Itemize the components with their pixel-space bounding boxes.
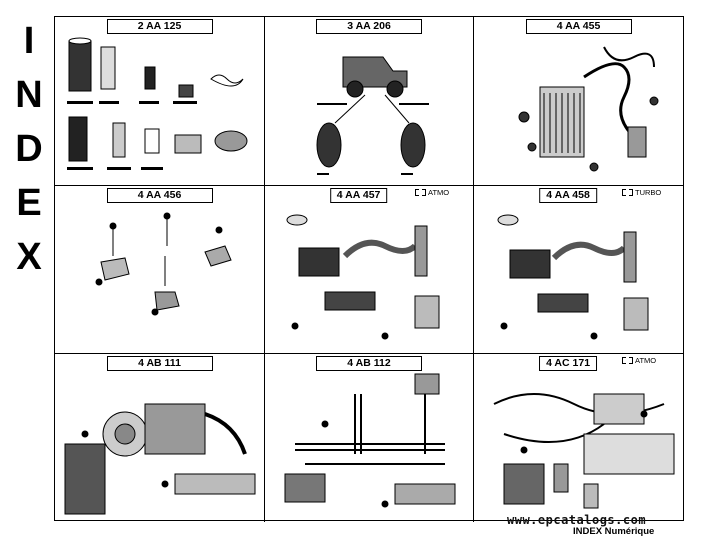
index-letter: I — [23, 20, 35, 62]
bracket-icon — [415, 189, 426, 196]
variant-text: TURBO — [635, 188, 662, 197]
bracket-icon — [622, 357, 633, 364]
section-code[interactable]: 4 AA 456 — [106, 188, 213, 203]
index-letter: D — [15, 128, 43, 170]
engine-mount-drawing — [95, 212, 232, 316]
footer-title: INDEX Numérique — [573, 526, 655, 537]
section-code[interactable]: 4 AA 455 — [525, 19, 632, 34]
air-intake-drawing — [286, 214, 440, 340]
index-letter: E — [16, 182, 42, 224]
variant-text: ATMO — [635, 356, 657, 365]
index-grid: 2 AA 125 — [54, 16, 684, 522]
index-cell-3aa206[interactable]: 3 AA 206 — [265, 17, 474, 186]
index-cell-4aa457[interactable]: 4 AA 457 ATMO — [265, 186, 474, 354]
turbo-intake-drawing — [497, 214, 649, 340]
index-letter: X — [16, 236, 42, 278]
variant-label: TURBO — [622, 188, 661, 197]
variant-label: ATMO — [415, 188, 449, 197]
filters-drawing — [67, 37, 248, 170]
section-code[interactable]: 2 AA 125 — [106, 19, 213, 34]
index-cell-4aa456[interactable]: 4 AA 456 — [55, 186, 265, 354]
index-cell-2aa125[interactable]: 2 AA 125 — [55, 17, 265, 186]
section-code[interactable]: 4 AB 112 — [316, 356, 422, 371]
index-cell-4aa455[interactable]: 4 AA 455 — [474, 17, 683, 186]
index-cell-4aa458[interactable]: 4 AA 458 TURBO — [474, 186, 683, 354]
tractor-drawing — [316, 56, 429, 175]
section-code[interactable]: 4 AB 111 — [106, 356, 213, 371]
section-code[interactable]: 4 AA 458 — [539, 188, 597, 203]
variant-text: ATMO — [428, 188, 450, 197]
section-code[interactable]: 4 AA 457 — [329, 188, 388, 203]
section-code[interactable]: 3 AA 206 — [316, 19, 422, 34]
index-cell-4ac171[interactable]: 4 AC 171 ATMO — [474, 354, 683, 522]
variant-label: ATMO — [622, 356, 656, 365]
hydraulic-lines-drawing — [284, 373, 456, 508]
index-side-title: I N D E X — [14, 14, 44, 284]
index-letter: N — [15, 74, 43, 116]
bracket-icon — [622, 189, 633, 196]
radiator-drawing — [518, 46, 659, 172]
index-cell-4ab111[interactable]: 4 AB 111 — [55, 354, 265, 522]
index-cell-4ab112[interactable]: 4 AB 112 — [265, 354, 474, 522]
section-code[interactable]: 4 AC 171 — [539, 356, 598, 371]
wiring-harness-drawing — [493, 393, 675, 509]
footer-url[interactable]: www.epcatalogs.com — [507, 513, 647, 527]
engine-assembly-drawing — [64, 403, 256, 515]
